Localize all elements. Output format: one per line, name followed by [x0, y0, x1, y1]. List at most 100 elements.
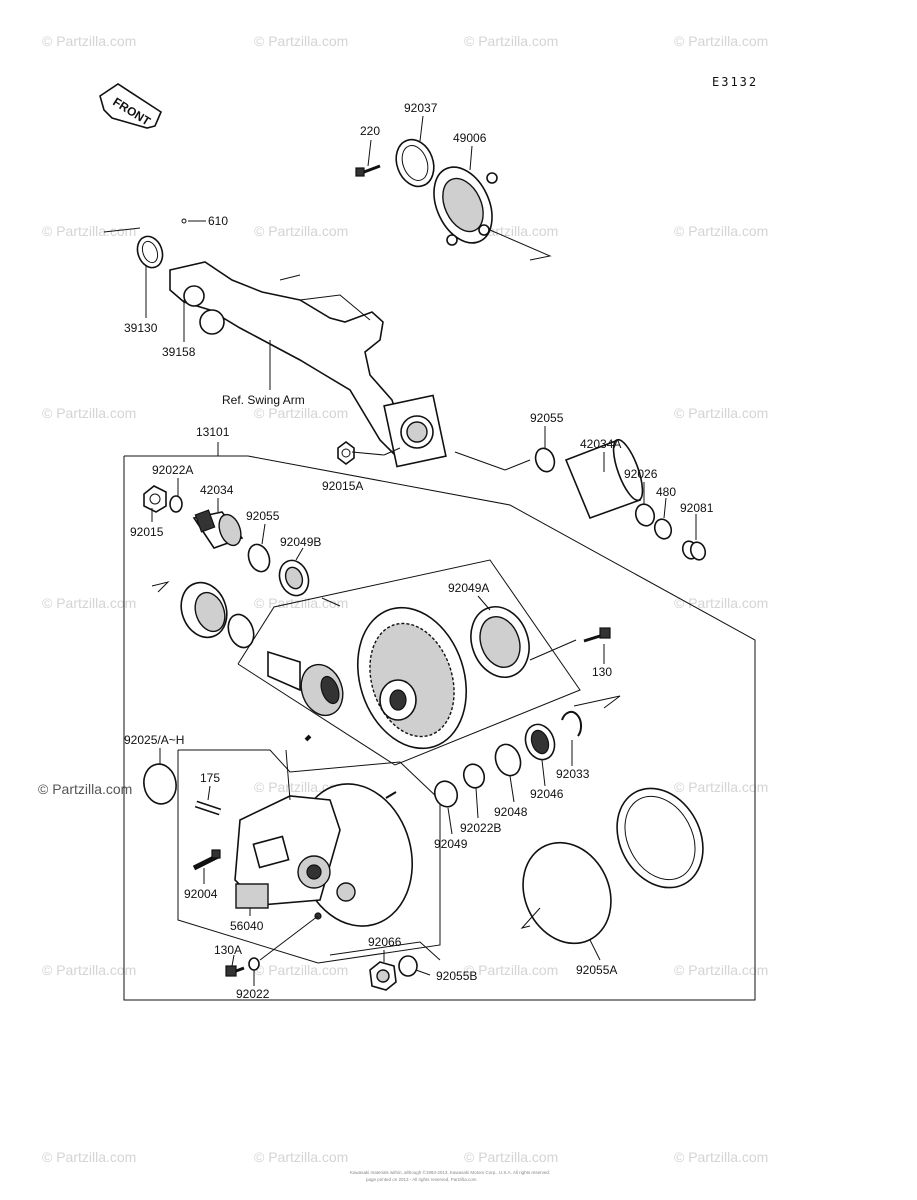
part-label: 480 [656, 485, 676, 499]
part-label: Ref. Swing Arm [222, 393, 305, 407]
pinion-gear [267, 650, 344, 717]
part-label: 220 [360, 124, 380, 138]
front-arrow-icon: FRONT [99, 83, 163, 129]
shim-92025 [143, 763, 177, 805]
o-ring-92055B [398, 955, 418, 977]
watermark: © Partzilla.com [674, 1149, 768, 1165]
part-label: 92081 [680, 501, 714, 515]
nut-92015 [143, 485, 167, 513]
gasket-cover [616, 787, 704, 889]
shim-92022B [462, 763, 486, 789]
part-label: 92046 [530, 787, 564, 801]
watermark: © Partzilla.com [674, 33, 768, 49]
boot-49006 [433, 166, 498, 246]
breather-92004 [192, 849, 221, 871]
part-label: 13101 [196, 425, 230, 439]
part-label: 92022B [460, 821, 501, 835]
bearing-92049 [433, 780, 459, 808]
oil-seal-92049A [470, 606, 530, 678]
watermark: © Partzilla.com [42, 223, 136, 239]
part-label: 92055B [436, 969, 477, 983]
watermark: © Partzilla.com [254, 1149, 348, 1165]
o-ring-92055-inner [247, 543, 271, 573]
watermark: © Partzilla.com [254, 962, 348, 978]
part-label: 92015A [322, 479, 363, 493]
part-label: 92025/A~H [124, 733, 184, 747]
watermark: © Partzilla.com [254, 405, 348, 421]
clamp-92037 [395, 138, 435, 188]
gear-frame [237, 559, 581, 766]
part-label: 610 [208, 214, 228, 228]
part-label: 92049A [448, 581, 489, 595]
part-label: 92066 [368, 935, 402, 949]
watermark: © Partzilla.com [674, 962, 768, 978]
washer-92026 [634, 503, 656, 527]
arrow-mark [151, 581, 170, 593]
bracket-line [103, 227, 141, 233]
part-dot-610 [181, 218, 187, 224]
bracket-line [329, 941, 441, 961]
race-92048 [494, 743, 522, 777]
ring-gear [356, 606, 468, 750]
part-label: 42034A [580, 437, 621, 451]
part-label: 130A [214, 943, 242, 957]
watermark: © Partzilla.com [674, 595, 768, 611]
watermark-layer: © Partzilla.com © Partzilla.com © Partzi… [42, 33, 768, 1165]
watermark: © Partzilla.com [42, 962, 136, 978]
watermark: © Partzilla.com [674, 223, 768, 239]
watermark: © Partzilla.com [464, 962, 558, 978]
watermark: © Partzilla.com [464, 33, 558, 49]
arrow-mark [573, 695, 621, 709]
part-label: 56040 [230, 919, 264, 933]
part-label: 92055 [246, 509, 280, 523]
watermark: © Partzilla.com [464, 1149, 558, 1165]
part-label: 92055 [530, 411, 564, 425]
pin [304, 734, 312, 742]
bearing-92046 [524, 723, 556, 761]
part-label: 39130 [124, 321, 158, 335]
circlip-92033 [561, 710, 583, 737]
part-label: 130 [592, 665, 612, 679]
watermark: © Partzilla.com [674, 405, 768, 421]
gear-case [234, 783, 414, 927]
part-label: 92049B [280, 535, 321, 549]
bearing-housing [180, 581, 228, 639]
part-label: 39158 [162, 345, 196, 359]
o-ring [227, 613, 255, 649]
part-labels: 220 92037 49006 610 39130 39158 Ref. Swi… [124, 101, 714, 1001]
o-ring-92055 [534, 447, 556, 473]
part-label: 49006 [453, 131, 487, 145]
dash-mark [321, 597, 341, 607]
footer-line: page printed on 2013 - All rights reserv… [366, 1177, 477, 1182]
bolt-130 [583, 627, 611, 643]
label-plate-56040 [235, 883, 269, 909]
watermark: © Partzilla.com [42, 1149, 136, 1165]
bearing-92049B [278, 559, 310, 597]
part-label: 42034 [200, 483, 234, 497]
part-label: 175 [200, 771, 220, 785]
part-label: 92022A [152, 463, 193, 477]
part-label: 92026 [624, 467, 658, 481]
plug-92066 [369, 961, 397, 991]
watermark-dark: © Partzilla.com [38, 781, 132, 797]
ring-480 [653, 518, 673, 540]
part-label: 92037 [404, 101, 438, 115]
part-label: 92022 [236, 987, 270, 1001]
watermark: © Partzilla.com [254, 33, 348, 49]
part-label: 92048 [494, 805, 528, 819]
leader-lines [145, 115, 697, 986]
arrow-mark [520, 907, 541, 929]
bracket-line [489, 229, 552, 261]
watermark: © Partzilla.com [42, 595, 136, 611]
watermark: © Partzilla.com [42, 33, 136, 49]
bolt-220 [355, 164, 381, 177]
part-label: 92055A [576, 963, 617, 977]
diagram-code: E3132 [712, 75, 758, 89]
stud-175 [194, 800, 222, 816]
nut-92015A [337, 441, 355, 465]
part-label: 92015 [130, 525, 164, 539]
sleeve-42034A [564, 438, 644, 520]
washer-92022A [169, 495, 183, 513]
part-label: 92004 [184, 887, 218, 901]
